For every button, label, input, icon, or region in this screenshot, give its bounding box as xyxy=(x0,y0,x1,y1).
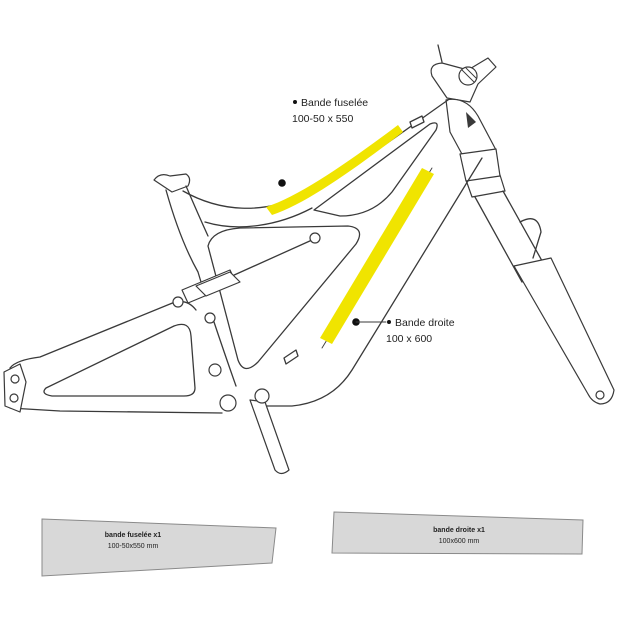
fork-arch xyxy=(519,218,542,259)
rear-dropout xyxy=(3,363,27,413)
tapered-callout-bullet xyxy=(293,100,297,104)
head-tube xyxy=(445,98,501,182)
head-tube-badge xyxy=(466,112,476,128)
tapered-strip-highlight xyxy=(266,125,403,215)
rocker-link xyxy=(195,271,241,297)
handlebar-end xyxy=(437,44,443,63)
tapered-strip-size: 100-50x550 mm xyxy=(108,543,159,550)
straight-strip-template: bande droite x1 100x600 mm xyxy=(331,511,584,555)
fork-lower-legs xyxy=(513,257,615,405)
shock-upper-pivot xyxy=(309,232,321,244)
top-tube-lower-edge xyxy=(204,207,313,228)
rear-triangle-opening xyxy=(43,323,196,397)
main-pivot xyxy=(208,363,222,377)
headset xyxy=(459,148,501,182)
seat-clamp xyxy=(153,173,191,193)
fork-stanchion-left xyxy=(474,196,523,283)
fork-dropout xyxy=(595,390,605,400)
tapered-strip-marker xyxy=(278,179,286,187)
seat-stay-edge xyxy=(9,300,197,369)
link-pivot xyxy=(204,312,216,324)
front-triangle-upper-opening xyxy=(313,122,438,217)
chain-stay-edge xyxy=(9,407,223,414)
lower-link-pivot xyxy=(254,388,270,404)
fork xyxy=(465,174,615,405)
cable-port-lower xyxy=(283,349,299,365)
seat-tube-left-edge xyxy=(165,189,205,293)
front-triangle-main-opening xyxy=(207,225,361,370)
tapered-callout-size: 100-50 x 550 xyxy=(292,113,353,125)
shock-shaft xyxy=(231,239,313,277)
stem-and-handlebar xyxy=(430,44,497,103)
tapered-strip-template: bande fuselée x1 100-50x550 mm xyxy=(41,518,277,577)
shock-lower-pivot xyxy=(172,296,184,308)
tapered-callout-title: Bande fuselée xyxy=(301,97,368,109)
rear-axle-pivot xyxy=(10,374,20,384)
straight-callout-title: Bande droite xyxy=(395,317,455,329)
straight-callout-size: 100 x 600 xyxy=(386,333,432,345)
tapered-strip-label: bande fuselée x1 xyxy=(105,532,162,539)
cable-port-upper xyxy=(409,115,425,129)
seat-tube-lower-edge xyxy=(213,321,237,387)
down-tube-outer-edge xyxy=(257,157,483,407)
tapered-strip-shape xyxy=(41,518,277,577)
straight-strip-highlight xyxy=(320,168,434,344)
straight-strip-label: bande droite x1 xyxy=(433,527,485,534)
lower-tube-extension xyxy=(249,399,290,475)
head-tube-body xyxy=(445,98,497,157)
straight-strip-size: 100x600 mm xyxy=(439,538,480,545)
seat-tube-right-edge xyxy=(185,185,209,237)
bar-clamp-hatch xyxy=(461,67,477,83)
straight-strip-shape xyxy=(331,511,584,555)
straight-callout-bullet xyxy=(387,320,391,324)
bottom-bracket xyxy=(219,394,237,412)
fork-stanchion-right xyxy=(502,190,547,269)
derailleur-hanger-pivot xyxy=(9,393,19,403)
